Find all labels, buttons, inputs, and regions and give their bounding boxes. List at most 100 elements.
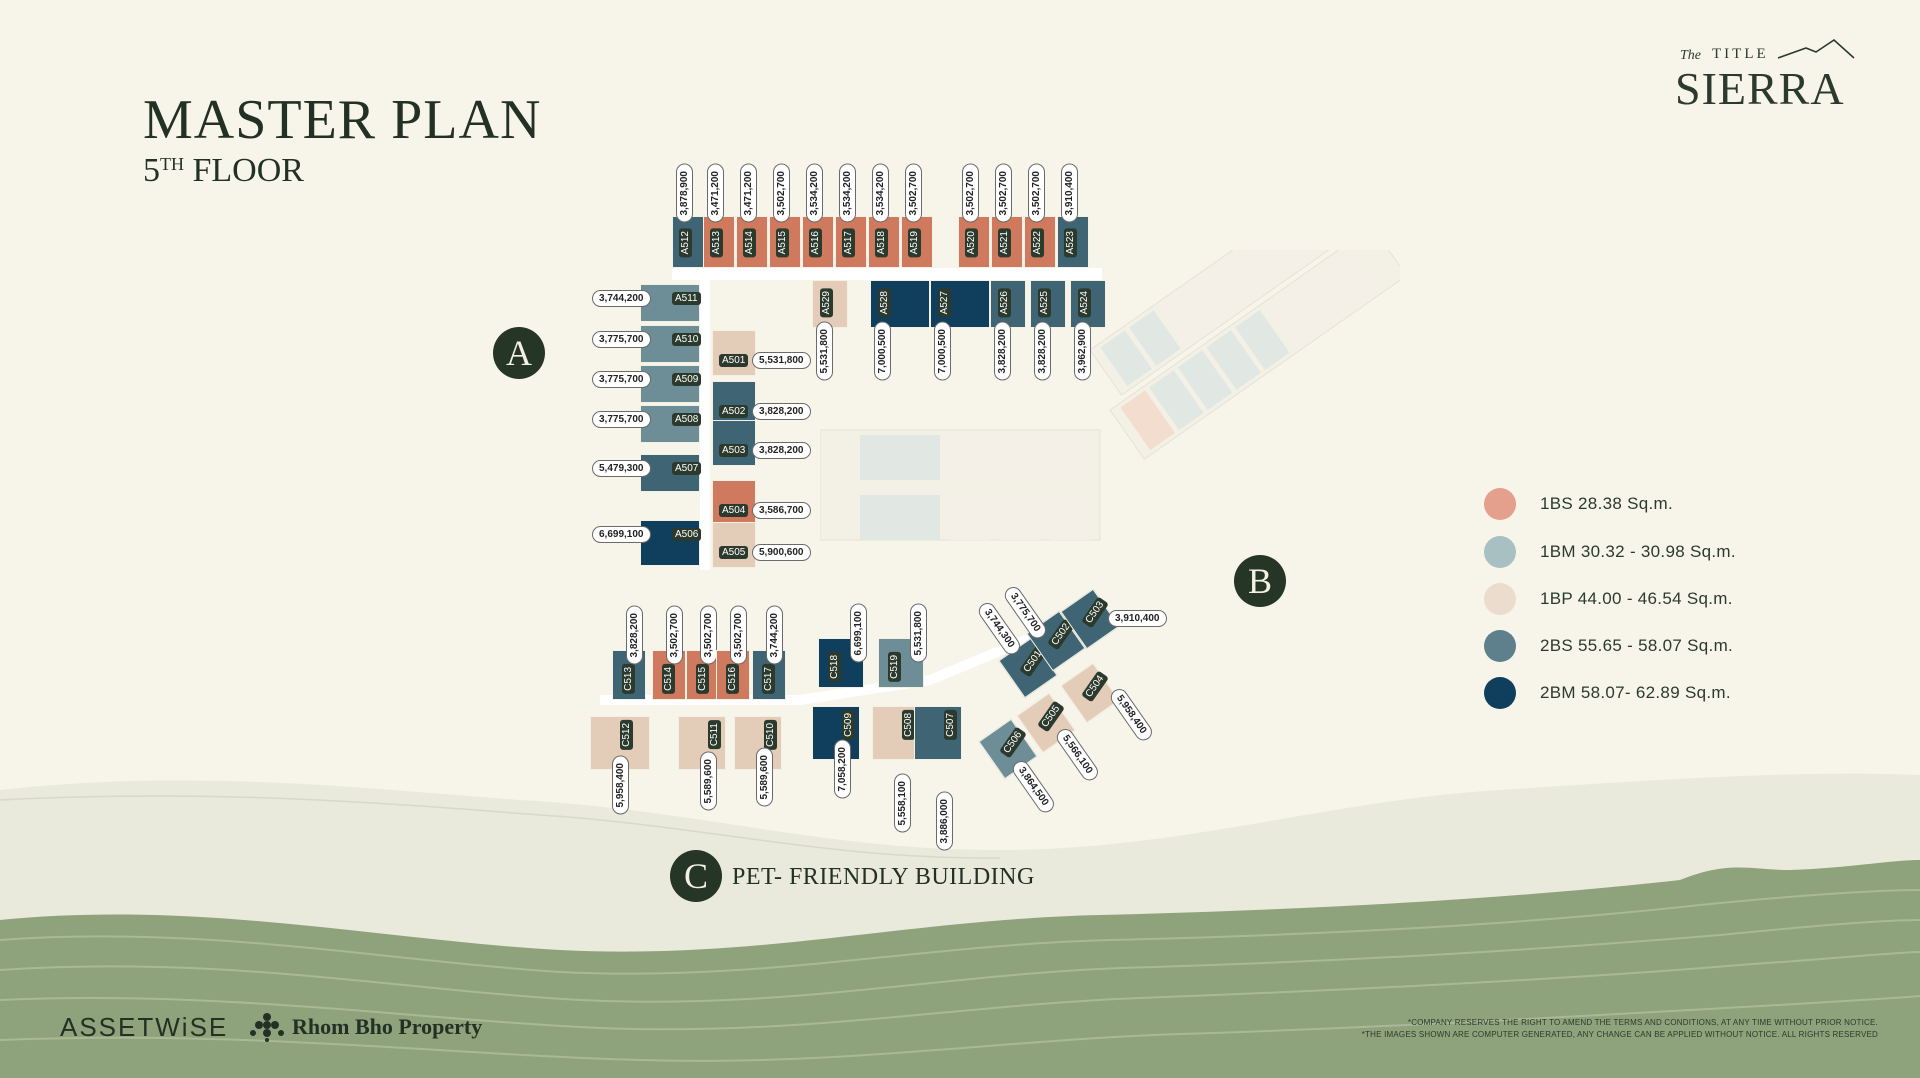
building-a-badge: A xyxy=(493,327,545,379)
unit-price-tag: 6,699,100 xyxy=(850,604,867,663)
unit-price-tag: 5,589,600 xyxy=(756,748,773,807)
unit-a501 xyxy=(712,330,756,376)
legend-item-1bm: 1BM 30.32 - 30.98 Sq.m. xyxy=(1484,536,1736,568)
unit-id-tag: A506 xyxy=(672,528,702,541)
unit-price-tag: 5,531,800 xyxy=(752,352,811,369)
unit-id-tag: A522 xyxy=(1031,228,1044,258)
unit-price-tag: 3,828,200 xyxy=(752,403,811,420)
unit-id-tag: C510 xyxy=(764,720,777,750)
legend-label: 2BS 55.65 - 58.07 Sq.m. xyxy=(1540,636,1734,655)
unit-price-tag: 3,962,900 xyxy=(1074,322,1091,381)
unit-price-tag: 3,828,200 xyxy=(626,606,643,665)
unit-id-tag: A513 xyxy=(710,228,723,258)
unit-id-tag: A520 xyxy=(965,228,978,258)
unit-price-tag: 3,502,700 xyxy=(730,606,747,665)
legend-swatch xyxy=(1484,677,1516,709)
unit-id-tag: A529 xyxy=(820,288,833,318)
unit-price-tag: 5,531,800 xyxy=(816,322,833,381)
logo-title: TITLE xyxy=(1712,46,1769,62)
unit-price-tag: 3,502,700 xyxy=(1028,164,1045,223)
unit-price-tag: 7,058,200 xyxy=(834,740,851,799)
legend-swatch xyxy=(1484,488,1516,520)
unit-a513 xyxy=(703,216,735,268)
unit-id-tag: A521 xyxy=(998,228,1011,258)
legend-label: 1BP 44.00 - 46.54 Sq.m. xyxy=(1540,589,1733,608)
rhombho-logo: Rhom Bho Property xyxy=(292,1014,483,1039)
unit-price-tag: 6,699,100 xyxy=(592,526,651,543)
unit-a517 xyxy=(835,216,867,268)
unit-id-tag: C509 xyxy=(842,710,855,740)
legend-item-2bs: 2BS 55.65 - 58.07 Sq.m. xyxy=(1484,630,1733,662)
unit-id-tag: A509 xyxy=(672,373,702,386)
legend-swatch xyxy=(1484,630,1516,662)
unit-price-tag: 3,910,400 xyxy=(1061,164,1078,223)
unit-id-tag: C513 xyxy=(622,664,635,694)
floor-number: 5 xyxy=(143,152,160,189)
building-b-badge: B xyxy=(1234,555,1286,607)
building-c-caption: PET- FRIENDLY BUILDING xyxy=(732,864,1035,890)
unit-price-tag: 3,502,700 xyxy=(666,606,683,665)
unit-price-tag: 3,775,700 xyxy=(592,331,651,348)
unit-id-tag: C518 xyxy=(828,652,841,682)
unit-id-tag: A517 xyxy=(842,228,855,258)
legend-label: 2BM 58.07- 62.89 Sq.m. xyxy=(1540,683,1731,702)
unit-price-tag: 5,958,400 xyxy=(612,756,629,815)
logo-the: The xyxy=(1680,48,1701,63)
unit-price-tag: 3,828,200 xyxy=(994,322,1011,381)
unit-id-tag: A528 xyxy=(878,288,891,318)
assetwise-logo: ASSETWiSE xyxy=(60,1012,229,1042)
unit-price-tag: 3,534,200 xyxy=(806,164,823,223)
legend-swatch xyxy=(1484,536,1516,568)
unit-id-tag: A523 xyxy=(1064,228,1077,258)
page-title: MASTER PLAN xyxy=(143,89,542,151)
unit-price-tag: 3,910,400 xyxy=(1108,610,1167,627)
unit-price-tag: 3,878,900 xyxy=(676,164,693,223)
unit-price-tag: 3,502,700 xyxy=(962,164,979,223)
unit-price-tag: 3,502,700 xyxy=(773,164,790,223)
logo-mountain-icon xyxy=(1777,38,1855,59)
unit-id-tag: A515 xyxy=(776,228,789,258)
unit-price-tag: 5,531,800 xyxy=(910,604,927,663)
unit-price-tag: 3,828,200 xyxy=(752,442,811,459)
unit-id-tag: C519 xyxy=(888,652,901,682)
disclaimer-line-2: *THE IMAGES SHOWN ARE COMPUTER GENERATED… xyxy=(1361,1030,1878,1039)
unit-id-tag: A504 xyxy=(719,504,749,517)
legend-item-2bm: 2BM 58.07- 62.89 Sq.m. xyxy=(1484,677,1731,709)
unit-price-tag: 3,886,000 xyxy=(936,792,953,851)
unit-id-tag: A518 xyxy=(875,228,888,258)
building-c-plan xyxy=(600,625,1052,705)
unit-price-tag: 3,502,700 xyxy=(905,164,922,223)
legend-item-1bp: 1BP 44.00 - 46.54 Sq.m. xyxy=(1484,583,1733,615)
unit-id-tag: A527 xyxy=(938,288,951,318)
unit-id-tag: A512 xyxy=(679,228,692,258)
building-c-badge: C xyxy=(670,850,722,902)
unit-id-tag: C516 xyxy=(726,664,739,694)
unit-id-tag: A501 xyxy=(719,354,749,367)
unit-id-tag: C512 xyxy=(620,720,633,750)
unit-id-tag: A503 xyxy=(719,444,749,457)
unit-price-tag: 3,586,700 xyxy=(752,502,811,519)
unit-id-tag: A516 xyxy=(809,228,822,258)
unit-price-tag: 5,589,600 xyxy=(700,752,717,811)
unit-id-tag: A510 xyxy=(672,333,702,346)
legend-label: 1BM 30.32 - 30.98 Sq.m. xyxy=(1540,542,1736,561)
disclaimer-line-1: *COMPANY RESERVES THE RIGHT TO AMEND THE… xyxy=(1407,1018,1878,1027)
unit-price-tag: 3,471,200 xyxy=(707,164,724,223)
unit-id-tag: A505 xyxy=(719,546,749,559)
unit-id-tag: A526 xyxy=(998,288,1011,318)
unit-price-tag: 3,775,700 xyxy=(592,371,651,388)
unit-id-tag: C511 xyxy=(708,720,721,750)
legend-item-1bs: 1BS 28.38 Sq.m. xyxy=(1484,488,1673,520)
unit-a505 xyxy=(712,522,756,568)
unit-price-tag: 3,744,200 xyxy=(766,606,783,665)
unit-id-tag: A508 xyxy=(672,413,702,426)
floor-label: FLOOR xyxy=(192,152,304,189)
unit-id-tag: A525 xyxy=(1038,288,1051,318)
unit-price-tag: 3,502,700 xyxy=(700,606,717,665)
page-subtitle: 5TH FLOOR xyxy=(143,152,304,190)
unit-id-tag: A519 xyxy=(908,228,921,258)
legend-swatch xyxy=(1484,583,1516,615)
unit-price-tag: 5,558,100 xyxy=(894,774,911,833)
unit-id-tag: C507 xyxy=(944,710,957,740)
